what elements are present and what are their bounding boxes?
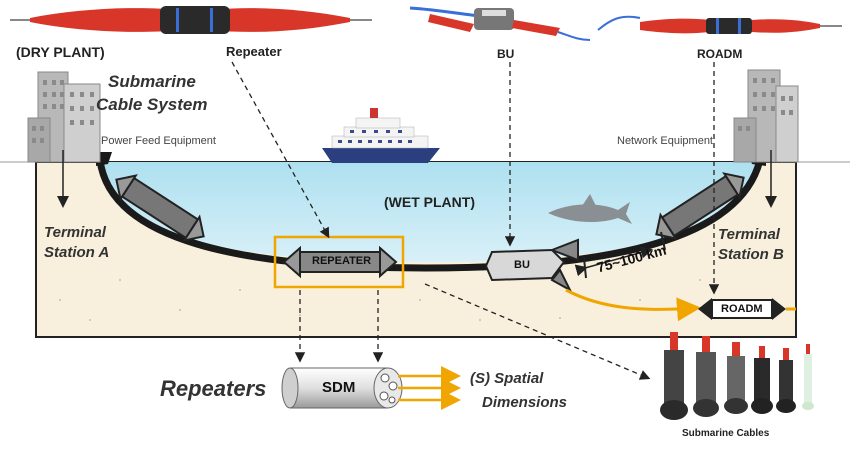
bu-title: BU bbox=[497, 47, 515, 61]
bu-box-label: BU bbox=[514, 259, 530, 271]
bu-photo bbox=[409, 6, 591, 41]
sdm-cylinder-icon bbox=[281, 367, 403, 409]
cables-leader bbox=[424, 283, 651, 380]
roadm-box-label: ROADM bbox=[721, 303, 763, 315]
branching-unit-icon bbox=[484, 238, 579, 293]
power-feed-label: Power Feed Equipment bbox=[101, 135, 216, 147]
shark-icon bbox=[548, 194, 632, 224]
repeater-center-icon bbox=[282, 245, 398, 279]
ship-icon bbox=[322, 108, 440, 163]
submarine-cables-label: Submarine Cables bbox=[682, 428, 770, 439]
terminal-a-label-1: Terminal bbox=[44, 224, 106, 241]
span-arrow bbox=[574, 246, 653, 277]
terminal-a-label-2: Station A bbox=[44, 244, 110, 261]
terminal-b-buildings bbox=[733, 69, 799, 163]
repeater-left-icon bbox=[115, 174, 205, 242]
wet-plant-label: (WET PLANT) bbox=[384, 194, 475, 210]
network-equipment-label: Network Equipment bbox=[617, 135, 713, 147]
sdm-label: SDM bbox=[322, 379, 356, 396]
terminal-b-label-1: Terminal bbox=[718, 226, 780, 243]
roadm-photo bbox=[597, 15, 842, 34]
spatial-label-2: Dimensions bbox=[482, 394, 568, 411]
sea-water bbox=[100, 162, 760, 262]
spatial-label-1: (S) Spatial bbox=[470, 370, 544, 387]
roadm-title: ROADM bbox=[697, 47, 743, 61]
terminal-b-label-2: Station B bbox=[718, 246, 784, 263]
cable-system-label: Cable System bbox=[96, 95, 208, 114]
repeater-right-icon bbox=[655, 172, 745, 240]
spatial-arrows bbox=[398, 366, 461, 410]
terminal-a-buildings bbox=[27, 71, 101, 163]
branch-cable bbox=[565, 288, 701, 322]
submarine-label: Submarine bbox=[108, 72, 196, 91]
dry-plant-label: (DRY PLANT) bbox=[16, 44, 105, 60]
submarine-cable bbox=[96, 159, 764, 272]
repeater-leader bbox=[231, 61, 330, 239]
repeaters-heading: Repeaters bbox=[160, 376, 267, 401]
repeater-title: Repeater bbox=[226, 44, 282, 59]
repeater-box-label: REPEATER bbox=[312, 255, 372, 267]
repeater-photo bbox=[10, 6, 372, 34]
roadm-icon bbox=[698, 298, 786, 320]
repeater-highlight-box bbox=[273, 235, 405, 289]
submarine-cables-icon bbox=[660, 332, 814, 420]
